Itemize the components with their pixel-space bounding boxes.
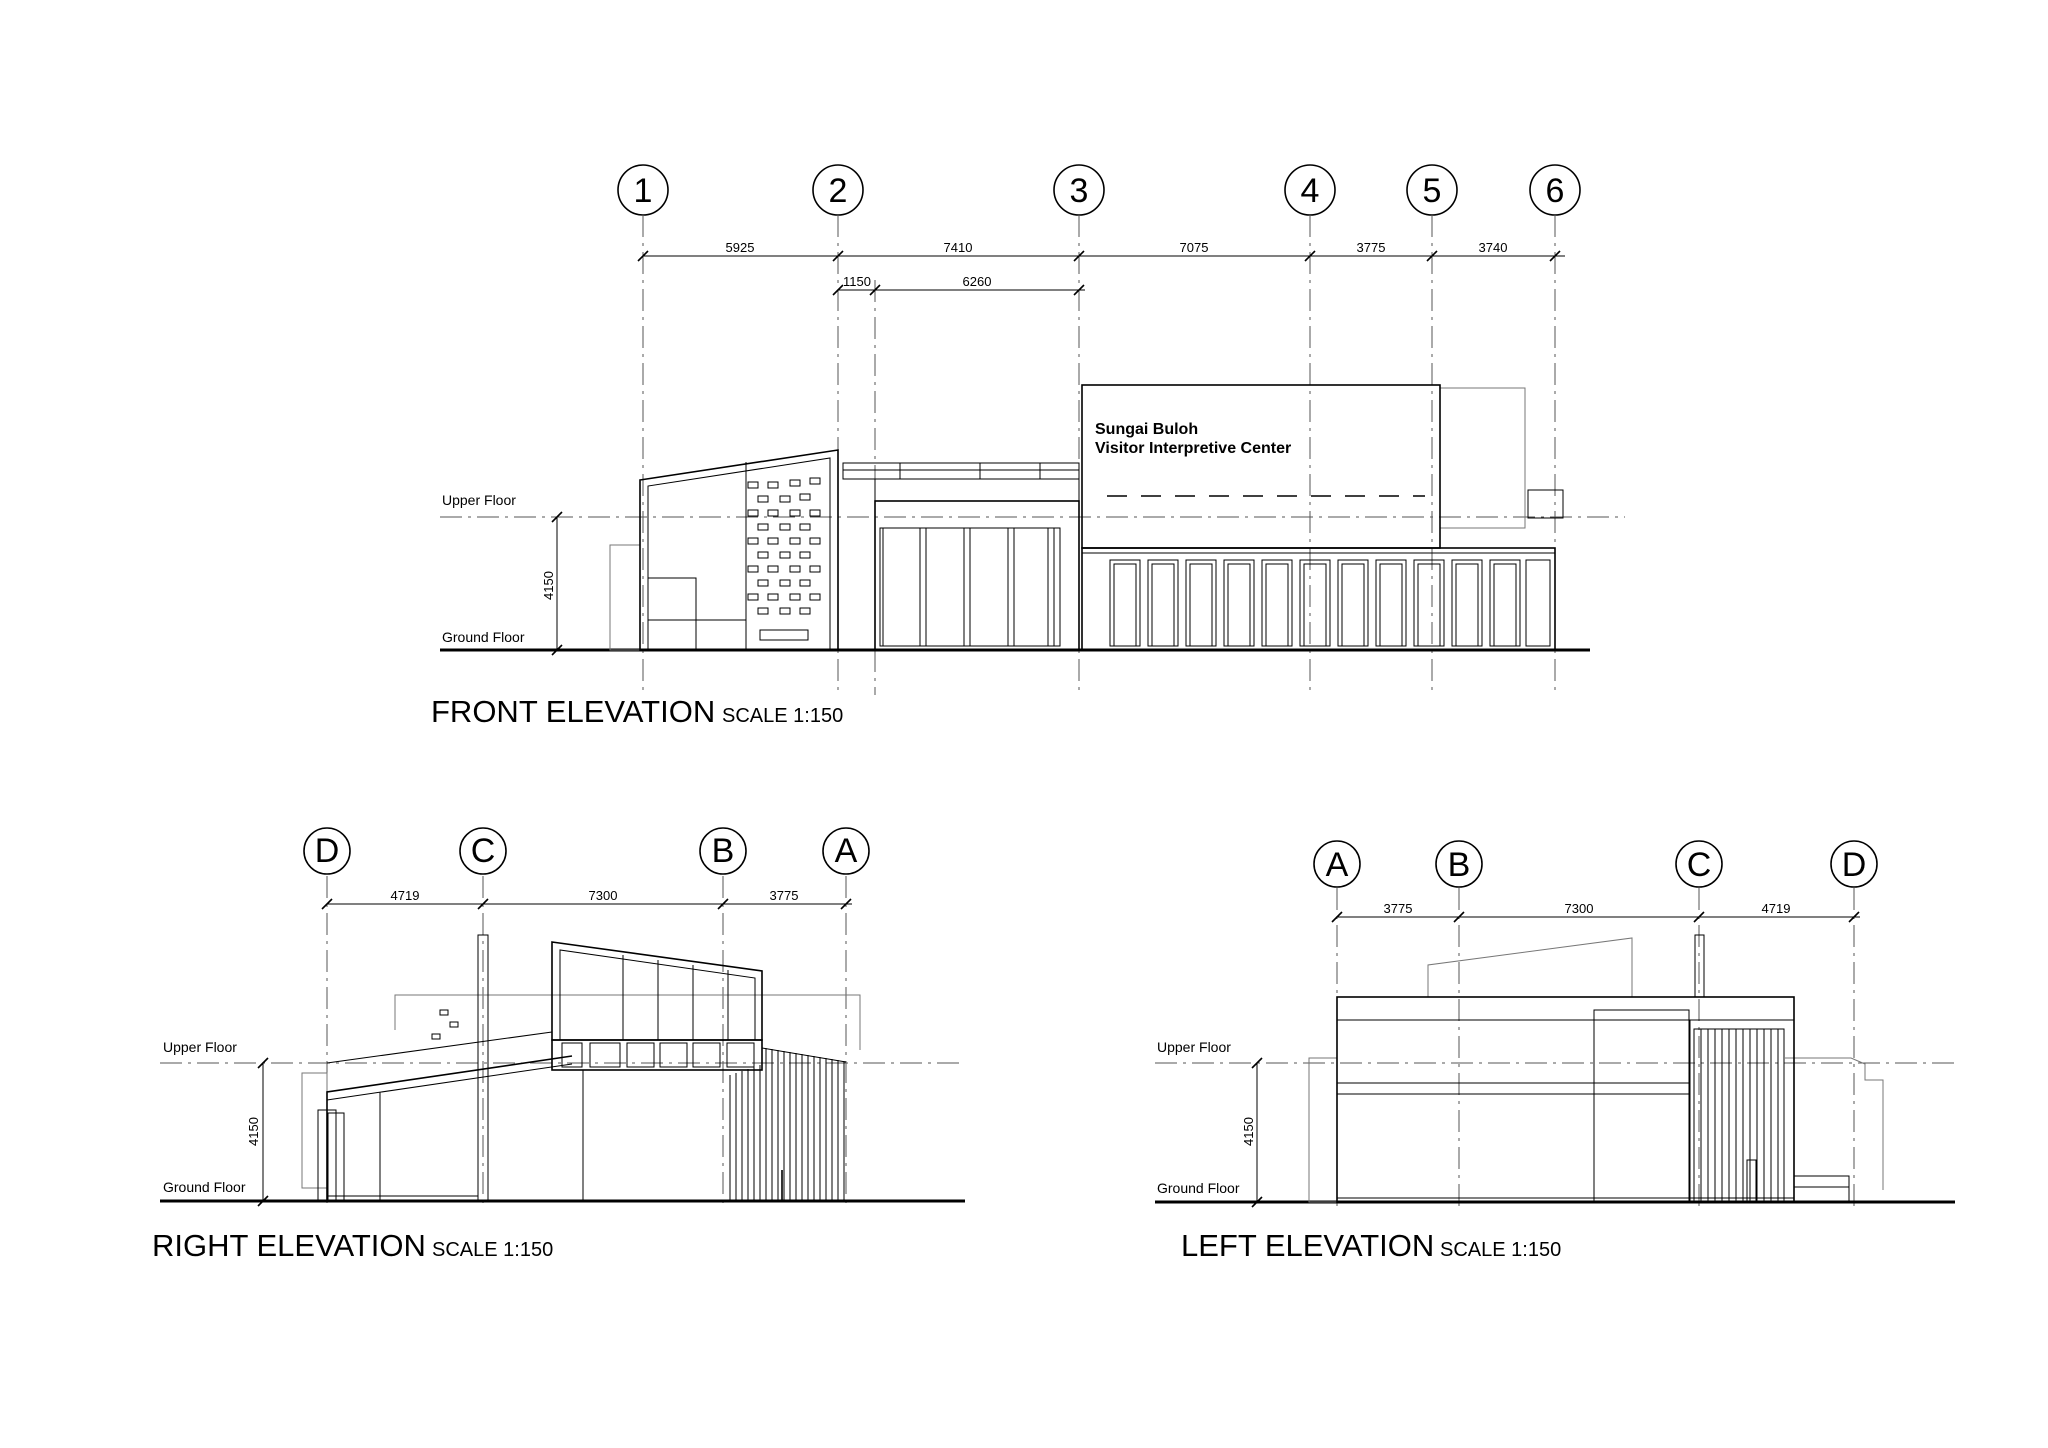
front-middle-block <box>842 462 1080 651</box>
right-elevation-scale: SCALE 1:150 <box>432 1239 553 1261</box>
grid-label-D: D <box>1842 846 1867 884</box>
left-levels: Upper Floor Ground Floor 4150 <box>1155 1039 1955 1208</box>
grid-bubble-B <box>699 827 747 875</box>
grid-label-B: B <box>1448 846 1471 884</box>
dim-offset-6260: 6260 <box>963 274 992 289</box>
right-elevation-title: RIGHT ELEVATION <box>152 1228 426 1263</box>
front-grid-bubbles: 1 2 3 4 5 6 <box>617 164 1581 216</box>
front-dimensions: 5925 7410 7075 3775 3740 1150 6260 <box>637 240 1565 296</box>
breeze-block-pattern <box>747 477 821 615</box>
dim-A-B: 3775 <box>1384 901 1413 916</box>
grid-bubble-B <box>1435 840 1483 888</box>
front-elevation: 1 2 3 4 5 6 <box>431 164 1625 729</box>
dim-C-D: 4719 <box>1762 901 1791 916</box>
grid-label-1: 1 <box>634 172 653 210</box>
timber-screen <box>1700 1029 1779 1203</box>
grid-label-B: B <box>712 832 735 870</box>
left-elevation: A B C D 3775 7300 4719 Uppe <box>1155 840 1955 1263</box>
left-dimensions: 3775 7300 4719 <box>1331 901 1860 923</box>
dim-B-C: 7300 <box>1565 901 1594 916</box>
left-elevation-scale: SCALE 1:150 <box>1440 1239 1561 1261</box>
left-upper-floor-label: Upper Floor <box>1157 1039 1231 1055</box>
right-ground-floor-label: Ground Floor <box>163 1179 246 1195</box>
left-grid-lines <box>1336 888 1855 1210</box>
dim-D-C: 4719 <box>391 888 420 903</box>
grid-label-4: 4 <box>1301 172 1320 210</box>
grid-label-3: 3 <box>1070 172 1089 210</box>
signage-line-1: Sungai Buloh <box>1095 421 1198 438</box>
grid-label-C: C <box>471 832 496 870</box>
grid-bubble-C <box>1675 840 1723 888</box>
grid-bubble-C <box>459 827 507 875</box>
dim-B-A: 3775 <box>770 888 799 903</box>
right-levels: Upper Floor Ground Floor 4150 <box>160 1039 965 1207</box>
right-upper-floor-label: Upper Floor <box>163 1039 237 1055</box>
right-grid-bubbles: D C B A <box>303 827 870 875</box>
dim-4-5: 3775 <box>1357 240 1386 255</box>
grid-label-6: 6 <box>1546 172 1565 210</box>
right-elevation: D C B A 4719 7300 3775 Uppe <box>152 827 965 1263</box>
grid-label-2: 2 <box>829 172 848 210</box>
grid-bubble-D <box>303 827 351 875</box>
front-elevation-scale: SCALE 1:150 <box>722 705 843 727</box>
signage-line-2: Visitor Interpretive Center <box>1095 440 1291 457</box>
dim-1-2: 5925 <box>726 240 755 255</box>
front-ground-floor-label: Ground Floor <box>442 629 525 645</box>
dim-3-4: 7075 <box>1180 240 1209 255</box>
left-building <box>1308 934 1884 1203</box>
front-upper-floor-label: Upper Floor <box>442 492 516 508</box>
left-grid-bubbles: A B C D <box>1313 840 1878 888</box>
grid-bubble-A <box>822 827 870 875</box>
right-building <box>301 934 861 1202</box>
left-elevation-title: LEFT ELEVATION <box>1181 1228 1434 1263</box>
vertical-louvre-screen <box>729 1047 847 1201</box>
grid-label-A: A <box>1326 846 1349 884</box>
front-right-block: Sungai Buloh Visitor Interpretive Center <box>1081 384 1564 651</box>
dim-5-6: 3740 <box>1479 240 1508 255</box>
dim-C-B: 7300 <box>589 888 618 903</box>
dim-offset-1150: 1150 <box>843 274 871 289</box>
left-ground-floor-label: Ground Floor <box>1157 1180 1240 1196</box>
grid-bubble-D <box>1830 840 1878 888</box>
front-height-dim: 4150 <box>541 571 556 600</box>
front-elevation-title: FRONT ELEVATION <box>431 694 715 729</box>
front-levels: Upper Floor Ground Floor 4150 <box>440 492 1625 656</box>
grid-label-5: 5 <box>1423 172 1442 210</box>
grid-label-C: C <box>1687 846 1712 884</box>
dim-2-3: 7410 <box>944 240 973 255</box>
grid-bubble-A <box>1313 840 1361 888</box>
front-window-row <box>1109 559 1551 647</box>
left-height-dim: 4150 <box>1241 1117 1256 1146</box>
grid-label-A: A <box>835 832 858 870</box>
front-left-pavilion <box>609 449 839 651</box>
right-height-dim: 4150 <box>246 1117 261 1146</box>
grid-label-D: D <box>315 832 340 870</box>
right-dimensions: 4719 7300 3775 <box>321 888 852 910</box>
